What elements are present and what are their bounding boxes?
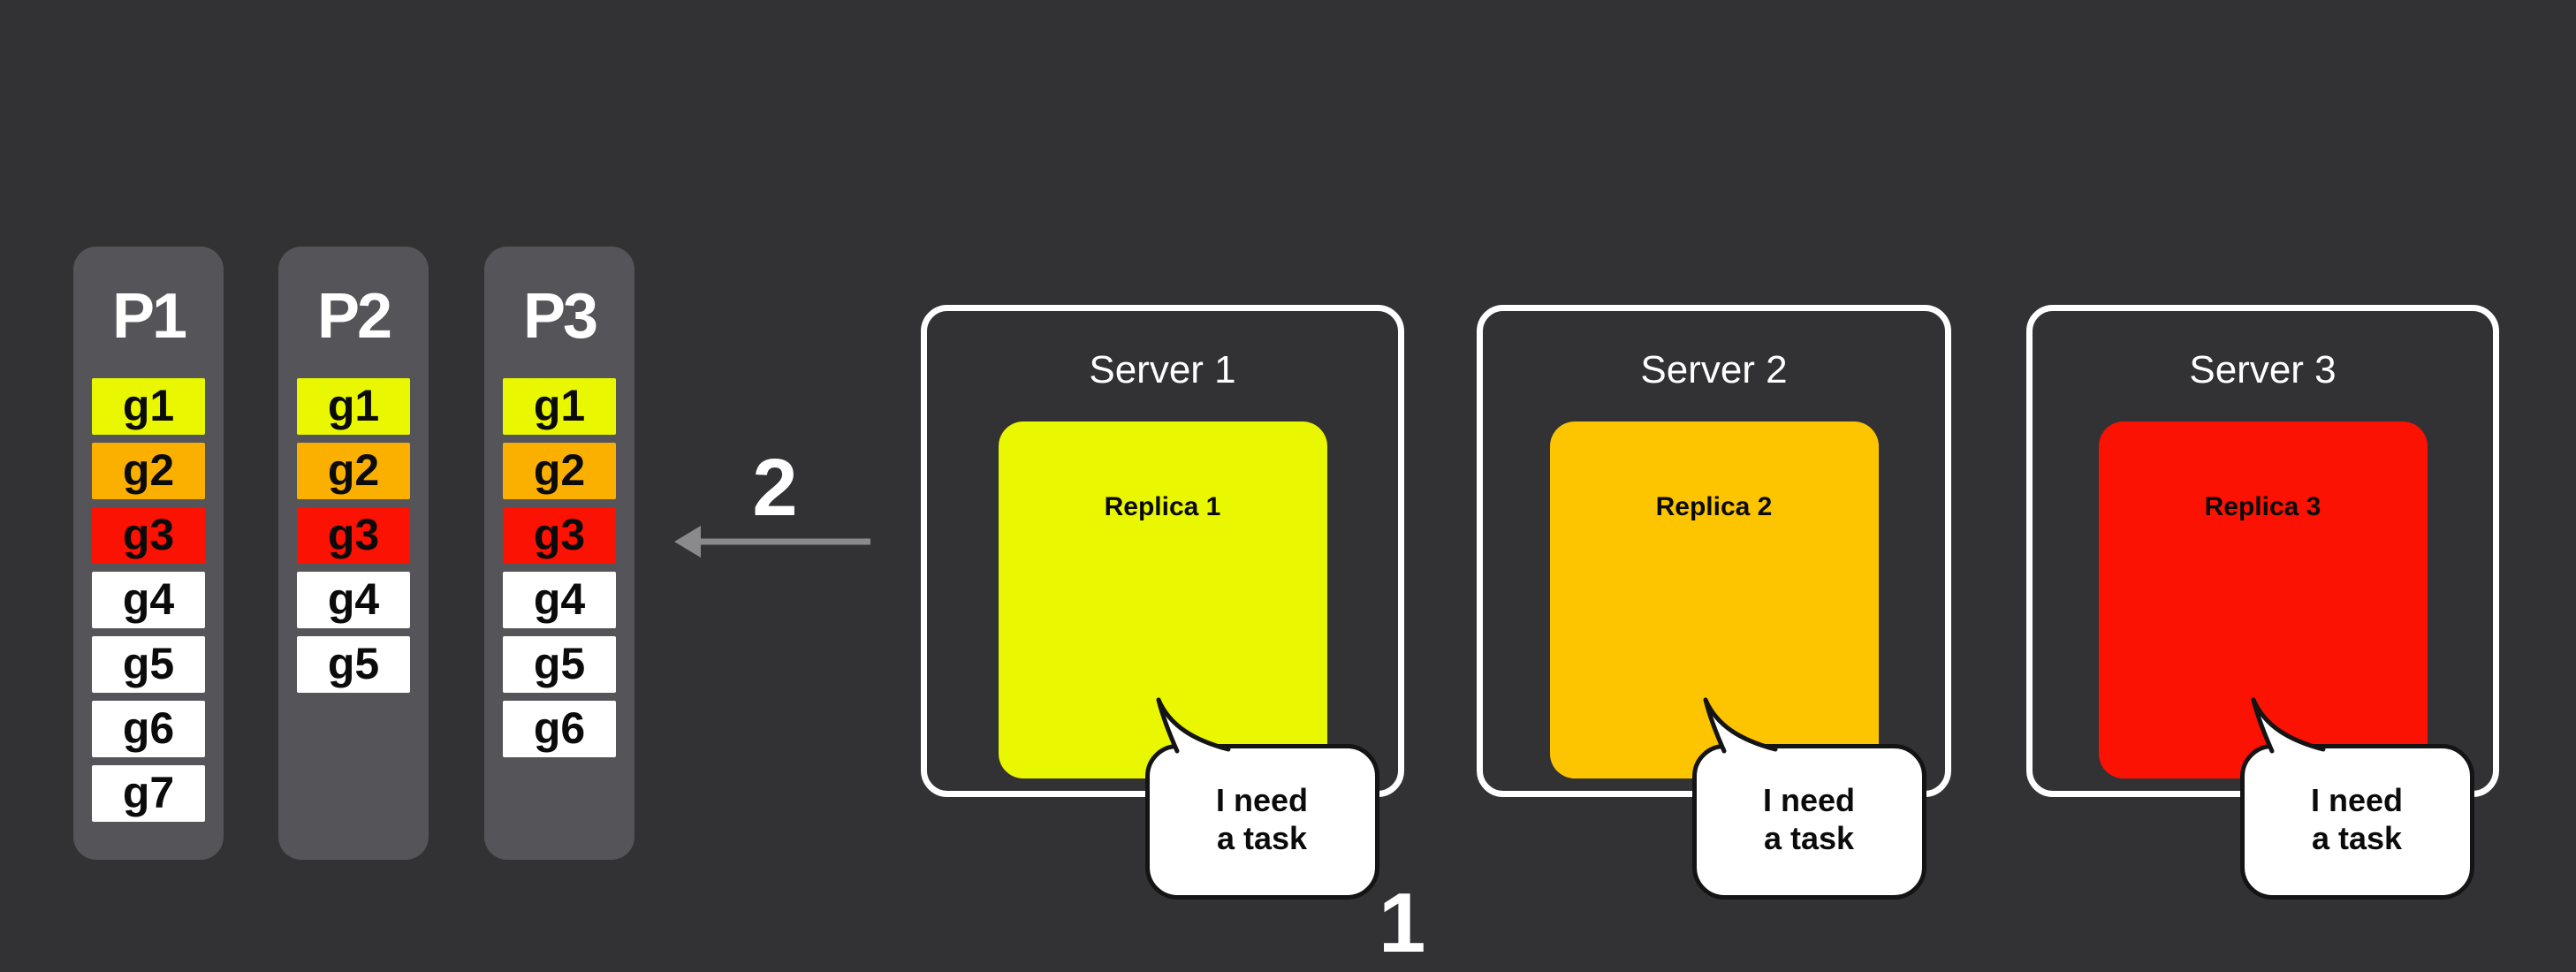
task-list: g1 g2 g3 g4 g5 xyxy=(297,378,410,701)
speech-line-1: I need xyxy=(1762,782,1856,818)
speech-bubble-shape xyxy=(1692,697,1926,900)
task-cell-g3: g3 xyxy=(503,507,616,564)
step-2-label: 2 xyxy=(752,443,798,533)
task-list: g1 g2 g3 g4 g5 g6 g7 xyxy=(92,378,205,830)
task-cell-g4: g4 xyxy=(297,572,410,628)
task-cell-g1: g1 xyxy=(92,378,205,435)
task-cell-g2: g2 xyxy=(297,443,410,499)
partition-title: P2 xyxy=(316,281,392,352)
partition-column-p3: P3 g1 g2 g3 g4 g5 g6 xyxy=(484,247,635,860)
task-cell-g7: g7 xyxy=(92,765,205,822)
speech-line-2: a task xyxy=(1763,820,1855,856)
partition-title: P3 xyxy=(522,281,598,352)
task-cell-g2: g2 xyxy=(92,443,205,499)
task-cell-g1: g1 xyxy=(503,378,616,435)
diagram-canvas: { "colors": { "background": "#323234", "… xyxy=(73,247,2499,970)
task-cell-g5: g5 xyxy=(503,636,616,693)
server-title: Server 3 xyxy=(2189,348,2337,391)
speech-line-1: I need xyxy=(1215,782,1309,818)
server-title: Server 1 xyxy=(1089,348,1236,391)
speech-line-2: a task xyxy=(2311,820,2403,856)
speech-bubble-shape xyxy=(1145,697,1379,900)
task-cell-g5: g5 xyxy=(297,636,410,693)
speech-line-2: a task xyxy=(1216,820,1308,856)
task-cell-g2: g2 xyxy=(503,443,616,499)
replica-label: Replica 3 xyxy=(2204,492,2321,521)
task-cell-g3: g3 xyxy=(92,507,205,564)
partition-column-p1: P1 g1 g2 g3 g4 g5 g6 g7 xyxy=(73,247,224,860)
server-title: Server 2 xyxy=(1640,348,1788,391)
left-arrow-icon xyxy=(674,526,870,558)
partition-column-p2: P2 g1 g2 g3 g4 g5 xyxy=(278,247,429,860)
step-1-label: 1 xyxy=(1379,876,1426,970)
task-cell-g6: g6 xyxy=(503,701,616,757)
speech-bubble-shape xyxy=(2240,697,2474,900)
partition-title: P1 xyxy=(111,281,187,352)
task-cell-g6: g6 xyxy=(92,701,205,757)
speech-line-1: I need xyxy=(2310,782,2404,818)
task-cell-g1: g1 xyxy=(297,378,410,435)
replica-label: Replica 2 xyxy=(1655,492,1773,521)
replica-label: Replica 1 xyxy=(1104,492,1221,521)
task-cell-g4: g4 xyxy=(92,572,205,628)
task-cell-g5: g5 xyxy=(92,636,205,693)
task-cell-g4: g4 xyxy=(503,572,616,628)
task-cell-g3: g3 xyxy=(297,507,410,564)
task-list: g1 g2 g3 g4 g5 g6 xyxy=(503,378,616,765)
